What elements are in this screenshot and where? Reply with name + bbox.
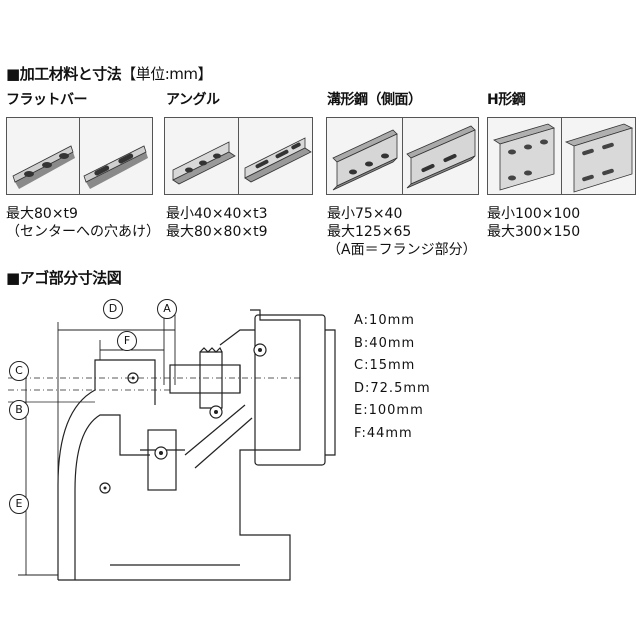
- photo-angle-2: [238, 117, 313, 195]
- photo-channel-2: [402, 117, 479, 195]
- size-line: 最大80×t9: [6, 206, 78, 222]
- spec-d: D:72.5mm: [354, 380, 431, 396]
- material-title-flatbar: フラットバー: [6, 92, 88, 108]
- sizes-channel: 最小75×40 最大125×65 （A面＝フランジ部分）: [327, 205, 477, 259]
- spec-c: C:15mm: [354, 358, 416, 373]
- dimension-label-a: A: [157, 299, 177, 319]
- dimension-label-e: E: [9, 494, 29, 514]
- dimension-label-c: C: [9, 361, 29, 381]
- photo-flatbar-1: [6, 117, 80, 195]
- section-title-text: 加工材料と寸法: [19, 65, 122, 83]
- photo-hbeam-1: [487, 117, 562, 195]
- dimension-spec-list: A:10mm B:40mm C:15mm D:72.5mm E:100mm F:…: [354, 310, 431, 445]
- size-line: 最大80×80×t9: [166, 224, 268, 240]
- dimension-label-f: F: [117, 331, 137, 351]
- spec-b: B:40mm: [354, 335, 416, 351]
- section-materials-title: ■加工材料と寸法【単位:mm】: [6, 63, 212, 84]
- size-line: 最小100×100: [487, 206, 581, 222]
- unit-label: 【単位:mm】: [121, 65, 212, 83]
- size-line: 最大300×150: [487, 224, 581, 240]
- material-title-hbeam: H形鋼: [487, 92, 526, 108]
- size-line: （A面＝フランジ部分）: [327, 242, 477, 258]
- section-marker: ■: [6, 269, 20, 287]
- size-line: （センターへの穴あけ）: [6, 224, 160, 240]
- sizes-flatbar: 最大80×t9 （センターへの穴あけ）: [6, 205, 160, 241]
- material-title-channel: 溝形鋼（側面）: [327, 92, 422, 108]
- dimension-label-d: D: [103, 299, 123, 319]
- material-title-angle: アングル: [166, 92, 220, 108]
- sizes-angle: 最小40×40×t3 最大80×80×t9: [166, 205, 268, 241]
- section-marker: ■: [6, 65, 20, 83]
- spec-a: A:10mm: [354, 313, 415, 328]
- photo-angle-1: [164, 117, 239, 195]
- size-line: 最小75×40: [327, 206, 403, 222]
- jaw-diagram: [8, 309, 336, 581]
- dimension-label-b: B: [9, 400, 29, 420]
- sizes-hbeam: 最小100×100 最大300×150: [487, 205, 580, 241]
- section-jaw-title: ■アゴ部分寸法図: [6, 267, 122, 288]
- photo-hbeam-2: [561, 117, 636, 195]
- size-line: 最小40×40×t3: [166, 206, 268, 222]
- section-title-text: アゴ部分寸法図: [19, 269, 122, 287]
- spec-e: E:100mm: [354, 403, 424, 418]
- spec-f: F:44mm: [354, 425, 413, 441]
- size-line: 最大125×65: [327, 224, 412, 240]
- photo-channel-1: [326, 117, 403, 195]
- photo-flatbar-2: [79, 117, 153, 195]
